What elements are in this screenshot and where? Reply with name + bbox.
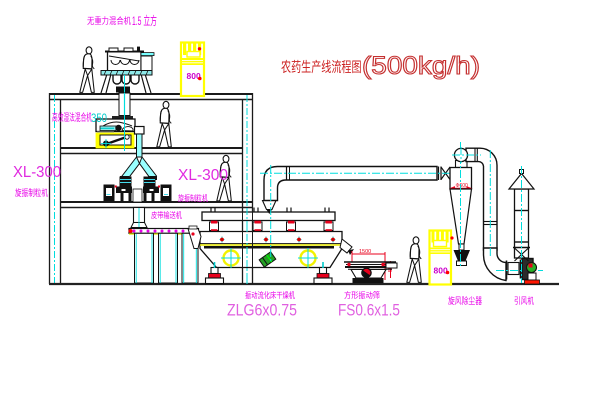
svg-text:方形振动筛: 方形振动筛 — [344, 290, 380, 300]
svg-text:(500kg/h): (500kg/h) — [362, 52, 480, 80]
svg-text:350: 350 — [91, 111, 107, 125]
svg-text:无重力混合机: 无重力混合机 — [87, 15, 131, 26]
svg-text:800: 800 — [187, 71, 201, 81]
svg-text:800: 800 — [434, 266, 448, 276]
svg-text:旋振制粒机: 旋振制粒机 — [178, 193, 208, 203]
svg-text:FS0.6x1.5: FS0.6x1.5 — [338, 302, 400, 320]
svg-text:1.5 立方: 1.5 立方 — [132, 13, 157, 28]
svg-text:XL-300: XL-300 — [178, 167, 228, 184]
svg-text:农药生产线流程图: 农药生产线流程图 — [281, 58, 362, 75]
svg-text:旋振制粒机: 旋振制粒机 — [15, 187, 48, 198]
svg-text:Φ600: Φ600 — [456, 183, 469, 189]
svg-text:高效湿法混合机: 高效湿法混合机 — [52, 111, 92, 124]
svg-text:XL-300: XL-300 — [13, 164, 61, 181]
svg-text:皮带输送机: 皮带输送机 — [151, 210, 182, 220]
svg-text:ZLG6x0.75: ZLG6x0.75 — [227, 302, 297, 320]
svg-text:1500: 1500 — [359, 249, 371, 255]
svg-text:旋风除尘器: 旋风除尘器 — [448, 295, 482, 306]
svg-text:引风机: 引风机 — [514, 295, 534, 306]
svg-text:振动流化床干燥机: 振动流化床干燥机 — [245, 290, 295, 300]
